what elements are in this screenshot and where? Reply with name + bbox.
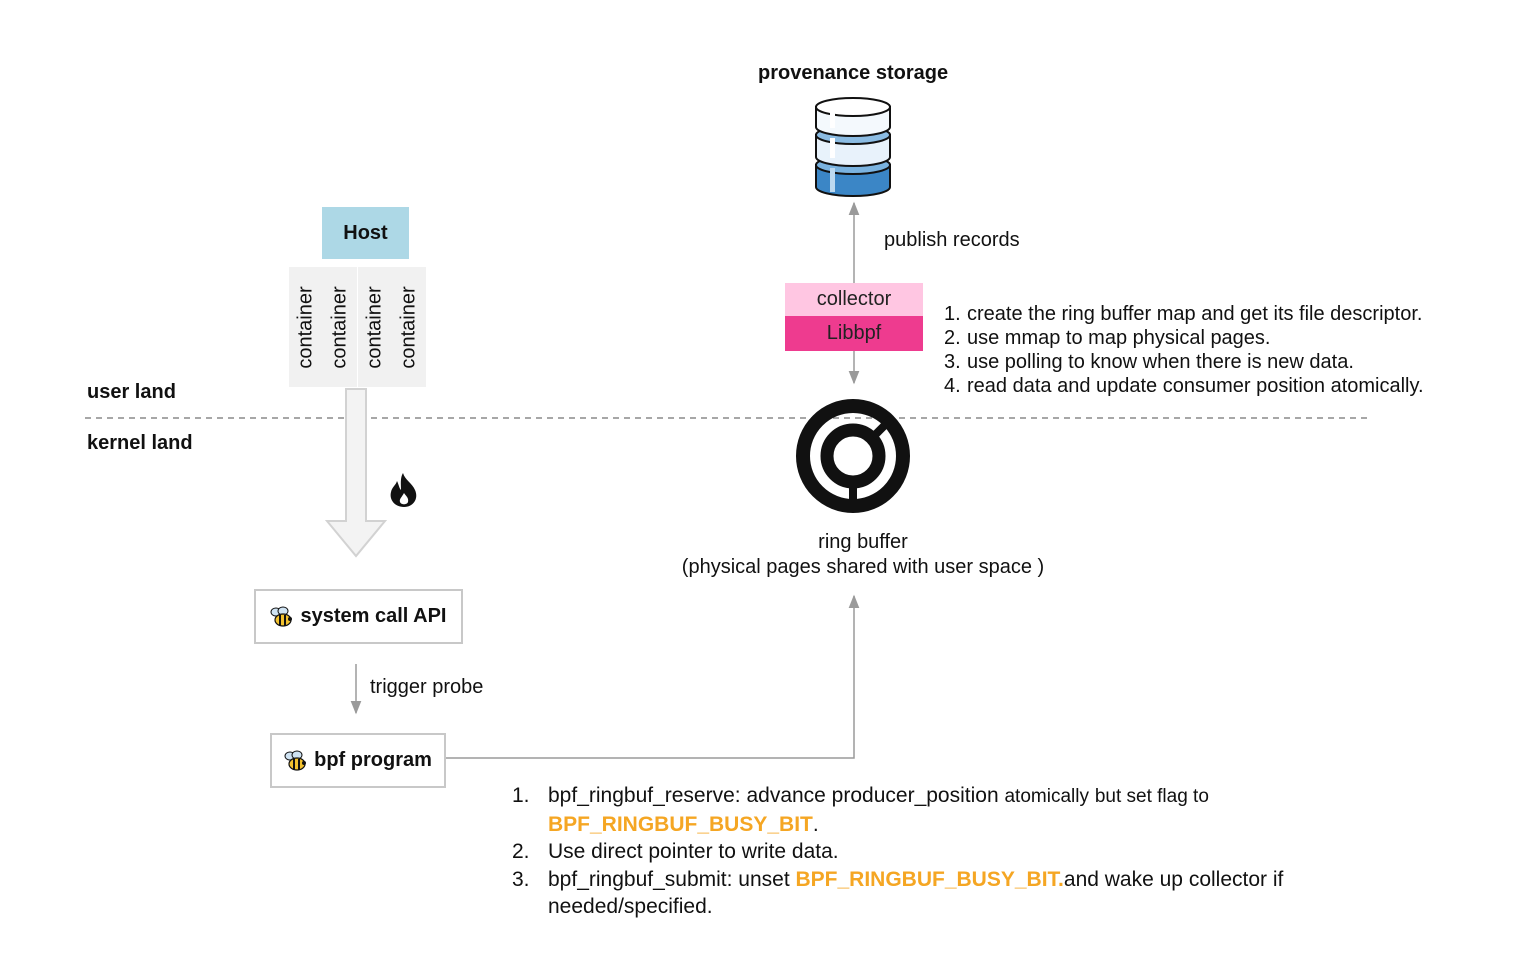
container-to-syscall-arrow (324, 388, 388, 558)
collector-step-1: 1.create the ring buffer map and get its… (944, 303, 1423, 325)
system-call-api-box: system call API (254, 589, 463, 644)
database-icon (815, 97, 891, 197)
collector-step-4: 4.read data and update consumer position… (944, 375, 1424, 397)
bpf-program-box: bpf program (270, 733, 446, 788)
collector-steps: 1.create the ring buffer map and get its… (944, 302, 1424, 398)
container-4: container (392, 267, 426, 387)
bee-icon (284, 750, 307, 771)
storage-title: provenance storage (758, 62, 949, 84)
publish-records-label: publish records (884, 229, 1020, 251)
kernel-land-label: kernel land (87, 432, 193, 454)
container-1: container (289, 267, 323, 387)
bpf-program-label: bpf program (314, 749, 432, 771)
trigger-probe-label: trigger probe (370, 676, 484, 698)
bpf-step-2: 2. Use direct pointer to write data. (512, 840, 839, 863)
user-land-label: user land (87, 381, 176, 403)
bpf-step-1: 1. bpf_ringbuf_reserve: advance producer… (512, 784, 1209, 836)
host-box: Host (322, 207, 409, 259)
ring-buffer-icon (796, 399, 910, 513)
bpf-to-ring-arrow (442, 594, 860, 759)
ring-buffer-subtitle: (physical pages shared with user space ) (681, 556, 1045, 578)
libbpf-box: Libbpf (785, 316, 923, 351)
collector-step-3: 3.use polling to know when there is new … (944, 351, 1354, 373)
container-2: container (323, 267, 357, 387)
bpf-steps: 1. bpf_ringbuf_reserve: advance producer… (512, 782, 1412, 921)
bpf-step-3: 3. bpf_ringbuf_submit: unset BPF_RINGBUF… (512, 867, 1284, 919)
ring-buffer-caption: ring buffer (physical pages shared with … (640, 530, 1086, 580)
system-call-api-label: system call API (300, 605, 447, 627)
bee-icon (270, 606, 293, 627)
collector-box: collector (785, 283, 923, 316)
container-3: container (358, 267, 392, 387)
fire-icon (390, 473, 417, 507)
collector-step-2: 2.use mmap to map physical pages. (944, 327, 1271, 349)
ring-buffer-title: ring buffer (818, 531, 908, 553)
